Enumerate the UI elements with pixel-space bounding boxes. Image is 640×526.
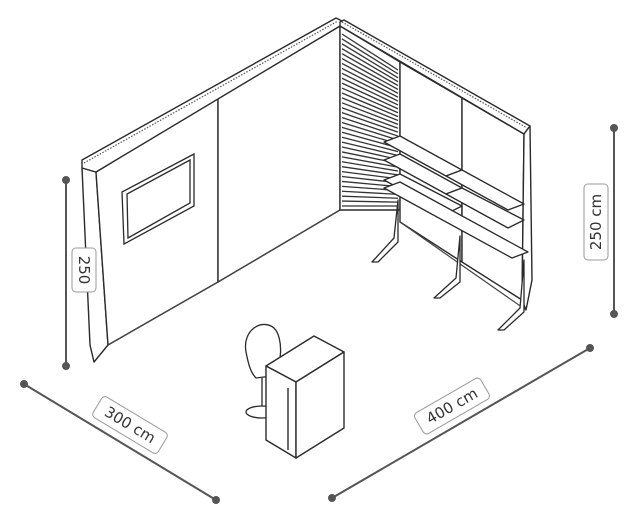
slat-line [341, 107, 399, 129]
top-trim-texture [83, 20, 528, 164]
slat-line [341, 72, 399, 102]
shelf-leg-1 [371, 199, 399, 263]
slat-line [341, 102, 399, 126]
slat-line [341, 112, 399, 133]
slat-line [341, 87, 399, 114]
shelf-middle-right [445, 187, 525, 229]
slatwall-slats [341, 33, 399, 207]
svg-text:250 cm: 250 cm [587, 194, 605, 250]
back-wall-panel-right [217, 25, 341, 283]
shelf-leg-2 [433, 235, 461, 299]
svg-text:250: 250 [75, 256, 93, 285]
slat-line [341, 146, 399, 161]
slat-line [341, 92, 399, 118]
floor-outline [107, 209, 527, 346]
slat-line [341, 121, 399, 141]
slat-line [341, 136, 399, 153]
slat-line [341, 38, 399, 75]
counter-front [265, 365, 297, 459]
slat-line [341, 33, 399, 71]
slat-line [341, 77, 399, 106]
reception-counter [265, 335, 345, 459]
slat-line [341, 190, 399, 195]
slat-line [341, 58, 399, 90]
slat-line [341, 62, 399, 94]
shelf-upper-right [445, 169, 525, 211]
slat-line [341, 43, 399, 79]
slat-line [341, 53, 399, 87]
slat-line [341, 161, 399, 172]
slat-line [341, 67, 399, 98]
slat-line [341, 141, 399, 157]
depth-label: 300 cm [92, 396, 168, 454]
width-label: 400 cm [414, 377, 490, 435]
shelf-leg-3 [497, 259, 525, 331]
slat-line [341, 156, 399, 168]
slat-line [341, 200, 399, 203]
slat-line [341, 97, 399, 122]
height-label-right: 250 cm [583, 183, 609, 261]
depth-dimension-line [23, 383, 217, 501]
slat-line [341, 116, 399, 137]
slat-line [341, 166, 399, 176]
slat-line [341, 82, 399, 110]
height-label-left: 250 [71, 247, 97, 293]
dimension-lines [20, 124, 618, 504]
shelf-lower-right [383, 181, 529, 259]
counter-side [295, 351, 345, 459]
shelving-unit [371, 135, 529, 331]
width-dimension-line [331, 347, 591, 499]
slat-line [341, 195, 399, 199]
slat-line [341, 48, 399, 83]
wall-graphic-frame [121, 152, 195, 246]
